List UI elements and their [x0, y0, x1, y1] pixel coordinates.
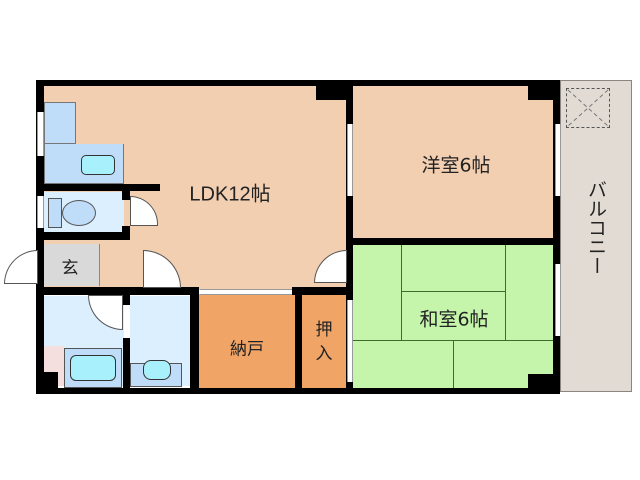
wall-column — [316, 84, 348, 100]
tatami-line — [453, 340, 454, 390]
window-ldk-right — [347, 124, 353, 196]
wall-ldk-western — [346, 80, 353, 394]
wall-wash-bath — [123, 295, 130, 305]
wall-storage-closet — [295, 287, 302, 390]
sliding-door-storage[interactable] — [200, 289, 292, 295]
window-japanese-right — [555, 264, 561, 336]
wall-lower-horizontal — [292, 287, 350, 295]
aircon-unit-marker — [566, 88, 610, 128]
window-left — [37, 196, 44, 228]
wall-right — [553, 80, 560, 394]
wall-bottom — [36, 388, 560, 394]
wall-toilet-bottom — [36, 232, 128, 240]
wall-column — [528, 374, 556, 390]
vanity-sink — [143, 360, 171, 380]
room-japanese — [352, 244, 558, 390]
wall-wash-bath — [123, 338, 130, 390]
window-left — [37, 112, 44, 156]
wall-kitchen-toilet — [36, 184, 160, 191]
front-door[interactable] — [4, 250, 38, 284]
toilet-tank — [48, 198, 62, 228]
wall-top — [36, 80, 558, 86]
balcony — [560, 80, 632, 392]
toilet-bowl — [62, 200, 96, 226]
room-storage — [199, 294, 295, 390]
entrance-label: 玄 — [61, 258, 79, 279]
kitchen-counter — [44, 102, 76, 144]
wall-bath-storage — [190, 287, 199, 390]
kitchen-sink — [81, 155, 115, 175]
wall-column — [528, 84, 556, 100]
tatami-line — [401, 291, 505, 292]
room-entrance — [44, 244, 100, 286]
aircon-cross-icon — [567, 89, 609, 127]
tatami-line — [505, 244, 506, 340]
wall-washroom-corner — [44, 372, 58, 388]
balcony-label: バルコニー — [585, 180, 607, 275]
closet-label-line1: 押 — [315, 320, 333, 340]
wall-western-japanese — [346, 238, 560, 245]
room-closet — [302, 294, 346, 390]
tatami-line — [401, 244, 402, 340]
window-closet-right — [347, 300, 353, 382]
western-room-label: 洋室6帖 — [421, 154, 491, 177]
room-western — [352, 84, 558, 240]
closet-label: 押 入 — [302, 318, 346, 366]
wall-lower-horizontal — [36, 287, 186, 295]
bathtub-inner — [70, 355, 116, 381]
storage-label: 納戸 — [230, 339, 264, 360]
closet-label-line2: 入 — [315, 344, 333, 364]
window-western-right — [555, 124, 561, 196]
ldk-label: LDK12帖 — [189, 183, 271, 206]
wall-toilet-right — [122, 226, 130, 240]
tatami-line — [352, 340, 558, 341]
japanese-room-label: 和室6帖 — [419, 308, 489, 331]
wall-toilet-right — [122, 190, 130, 200]
